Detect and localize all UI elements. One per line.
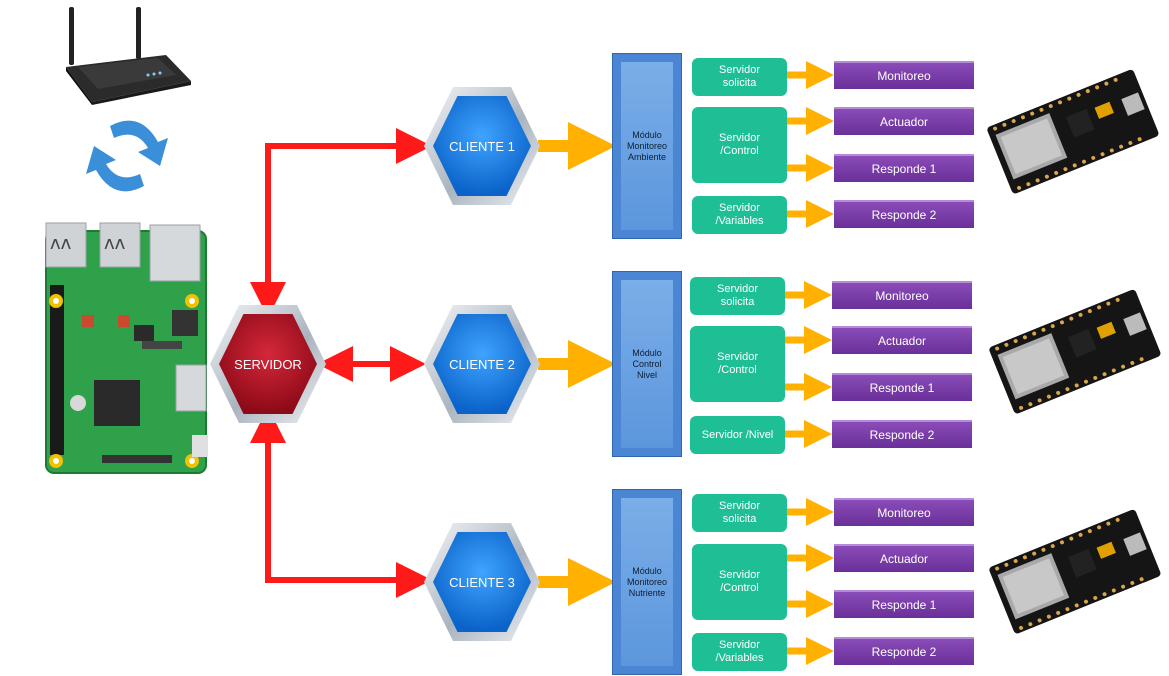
request-label-line: /Control xyxy=(718,364,757,376)
module-label: Módulo Monitoreo Nutriente xyxy=(621,498,673,666)
request-box: Servidor/Variables xyxy=(692,633,787,671)
module-label-line: Ambiente xyxy=(627,151,667,162)
response-box: Actuador xyxy=(832,326,972,354)
request-label-line: solicita xyxy=(722,77,757,89)
module-label-line: Módulo xyxy=(632,347,662,358)
module-label-line: Control xyxy=(632,358,662,369)
request-label-line: /Variables xyxy=(715,652,764,664)
esp8266-nodemcu-board xyxy=(989,509,1161,634)
request-label-line: solicita xyxy=(720,296,755,308)
request-response-links xyxy=(785,61,834,665)
response-box: Responde 2 xyxy=(834,637,974,665)
svg-text:ᴧᴧ: ᴧᴧ xyxy=(104,233,126,254)
client-node-2: CLIENTE 2 xyxy=(424,305,540,423)
esp8266-nodemcu-board xyxy=(987,69,1159,194)
request-label-line: Servidor xyxy=(717,283,758,295)
client-module-links xyxy=(538,122,616,606)
module-label: Módulo Monitoreo Ambiente xyxy=(621,62,673,230)
request-label-line: Servidor xyxy=(719,202,760,214)
request-box: Servidor/Variables xyxy=(692,196,787,234)
svg-text:ᴧᴧ: ᴧᴧ xyxy=(50,233,72,254)
response-box: Responde 1 xyxy=(834,154,974,182)
request-label-line: /Control xyxy=(720,145,759,157)
client-label: CLIENTE 2 xyxy=(433,314,531,414)
request-box: Servidor/Control xyxy=(692,544,787,620)
module-block-1: Módulo Monitoreo Ambiente xyxy=(612,53,682,239)
request-label-line: Servidor /Nivel xyxy=(701,428,774,441)
raspberry-pi-board: ᴧᴧ ᴧᴧ xyxy=(45,222,208,474)
module-label-line: Nutriente xyxy=(628,587,666,598)
wifi-router-icon xyxy=(66,7,191,105)
response-box: Actuador xyxy=(834,544,974,572)
response-box: Actuador xyxy=(834,107,974,135)
module-block-3: Módulo Monitoreo Nutriente xyxy=(612,489,682,675)
server-label: SERVIDOR xyxy=(219,314,317,414)
module-label-line: Nivel xyxy=(636,369,657,380)
request-label-line: Servidor xyxy=(719,639,760,651)
response-box: Monitoreo xyxy=(834,498,974,526)
module-label-line: Módulo xyxy=(632,565,662,576)
request-box: Servidor/Control xyxy=(690,326,785,402)
response-box: Monitoreo xyxy=(832,281,972,309)
request-label-line: Servidor xyxy=(719,132,760,144)
sync-arrows-icon xyxy=(86,120,168,192)
request-label-line: Servidor xyxy=(719,500,760,512)
request-label-line: Servidor xyxy=(719,64,760,76)
response-box: Responde 1 xyxy=(832,373,972,401)
server-to-client3-link xyxy=(265,430,432,598)
response-box: Responde 2 xyxy=(832,420,972,448)
request-label-line: Servidor xyxy=(717,351,758,363)
module-label-line: Monitoreo xyxy=(626,140,668,151)
server-to-client1-link xyxy=(265,128,432,295)
client-label: CLIENTE 1 xyxy=(433,96,531,196)
request-label-line: Servidor xyxy=(719,569,760,581)
module-label-line: Módulo xyxy=(632,129,662,140)
request-label-line: /Variables xyxy=(715,215,764,227)
response-box: Responde 2 xyxy=(834,200,974,228)
request-box: Servidor/Control xyxy=(692,107,787,183)
module-label: Módulo Control Nivel xyxy=(621,280,673,448)
esp8266-nodemcu-board xyxy=(989,289,1161,414)
module-label-line: Monitoreo xyxy=(626,576,668,587)
request-label-line: /Control xyxy=(720,582,759,594)
module-block-2: Módulo Control Nivel xyxy=(612,271,682,457)
request-box: Servidor /Nivel xyxy=(690,416,785,454)
response-box: Responde 1 xyxy=(834,590,974,618)
server-links xyxy=(250,128,432,598)
client-label: CLIENTE 3 xyxy=(433,532,531,632)
request-label-line: solicita xyxy=(722,513,757,525)
response-box: Monitoreo xyxy=(834,61,974,89)
